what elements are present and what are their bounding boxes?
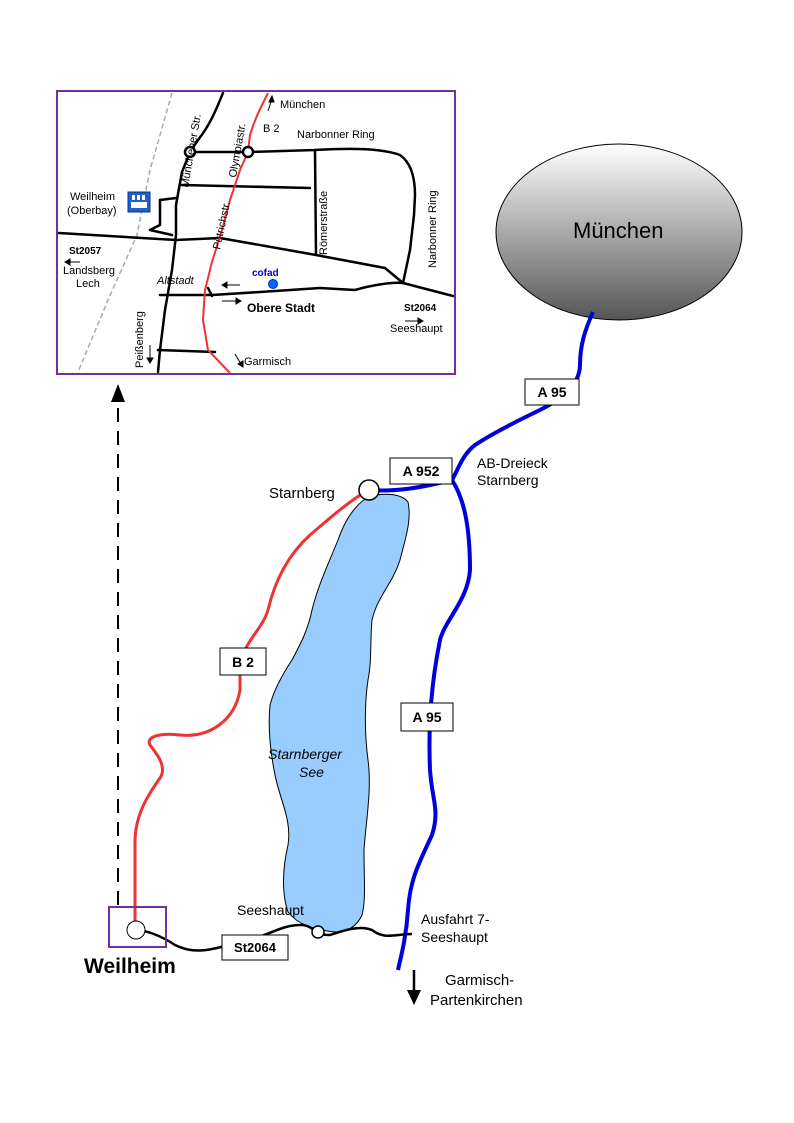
muenchener-str-line — [156, 91, 225, 374]
inset-label-oberbay: (Oberbay) — [67, 205, 117, 217]
city-label-garmisch-line1: Garmisch- — [445, 972, 514, 989]
cross-street-bend — [148, 198, 174, 237]
inset-label-weilheim: Weilheim — [70, 191, 115, 203]
city-label-seeshaupt: Seeshaupt — [237, 902, 304, 918]
inset-label-b2: B 2 — [263, 123, 280, 135]
inset-railway — [77, 92, 173, 373]
inset-arrows — [64, 94, 424, 368]
shield-b2-label: B 2 — [232, 654, 254, 670]
label-ab-dreieck-line2: Starnberg — [477, 472, 538, 488]
garmisch-arrow-head — [407, 990, 421, 1005]
st2057-line — [57, 231, 178, 242]
inset-b2-road — [201, 92, 269, 374]
inset-pointer-arrowhead — [111, 384, 125, 402]
shield-a95-mid: A 95 — [400, 702, 454, 732]
a95-north-road — [450, 311, 595, 482]
inset-roundabout-2 — [241, 145, 255, 159]
a95-south-road — [396, 478, 473, 971]
inset-label-garmisch: Garmisch — [244, 356, 291, 368]
muenchen-city-area — [495, 143, 743, 321]
cross-street-north — [180, 183, 312, 190]
shield-a95-mid-label: A 95 — [412, 709, 441, 725]
inset-roundabout-1 — [183, 145, 197, 159]
roemerstrasse-line — [313, 148, 318, 257]
shield-a95-top: A 95 — [524, 378, 580, 406]
inset-streets — [57, 91, 455, 374]
city-label-weilheim: Weilheim — [84, 955, 176, 978]
inset-label-st2064: St2064 — [404, 303, 437, 314]
shield-a952: A 952 — [389, 457, 453, 485]
inset-label-seeshaupt: Seeshaupt — [390, 323, 443, 335]
label-ab-dreieck-line1: AB-Dreieck — [477, 455, 549, 471]
lake-label-line1: Starnberger — [268, 746, 343, 762]
seeshaupt-marker — [311, 925, 325, 939]
label-ausfahrt-line2: Seeshaupt — [421, 929, 488, 945]
lake-label-line2: See — [299, 764, 324, 780]
cross-street-west — [158, 196, 178, 202]
shield-st2064-label: St2064 — [234, 940, 277, 955]
inset-label-landsberg: Landsberg — [63, 265, 115, 277]
city-label-starnberg: Starnberg — [269, 485, 335, 502]
shield-st2064: St2064 — [221, 934, 289, 961]
narbonner-ring-line — [188, 147, 417, 285]
shield-b2: B 2 — [219, 647, 267, 676]
weilheim-marker — [126, 920, 146, 940]
inset-frame — [56, 90, 456, 375]
inset-label-roemerstrasse: Römerstraße — [318, 191, 330, 255]
shield-a952-label: A 952 — [403, 463, 440, 479]
inset-label-peissenberg: Peißenberg — [134, 311, 146, 368]
st2064-road — [134, 923, 413, 952]
peissenberg-cross — [156, 348, 217, 354]
shield-a95-top-label: A 95 — [537, 384, 566, 400]
inset-label-cofad: cofad — [252, 268, 279, 279]
b2-road — [133, 488, 370, 930]
label-ausfahrt-line1: Ausfahrt 7- — [421, 911, 490, 927]
city-label-muenchen: München — [573, 218, 664, 243]
city-label-garmisch-line2: Partenkirchen — [430, 992, 523, 1009]
cofad-location-marker — [268, 279, 278, 289]
starnberger-see-lake — [268, 493, 410, 933]
inset-label-lech: Lech — [76, 278, 100, 290]
inset-label-narbonner-ring-vertical: Narbonner Ring — [427, 190, 439, 268]
inset-label-narbonner-ring: Narbonner Ring — [297, 129, 375, 141]
obere-stadt-stub — [206, 286, 214, 298]
weilheim-frame — [108, 906, 167, 948]
train-station-icon — [127, 191, 151, 213]
inset-label-altstadt: Altstadt — [156, 275, 195, 287]
obere-stadt-line — [158, 281, 455, 298]
inset-label-obere-stadt: Obere Stadt — [247, 301, 315, 315]
starnberg-marker — [358, 479, 380, 501]
inset-label-st2057: St2057 — [69, 246, 102, 257]
inset-label-muenchen: München — [280, 99, 325, 111]
ring-south-line — [174, 236, 405, 285]
inset-map: München B 2 Narbonner Ring Münchener Str… — [56, 90, 456, 375]
